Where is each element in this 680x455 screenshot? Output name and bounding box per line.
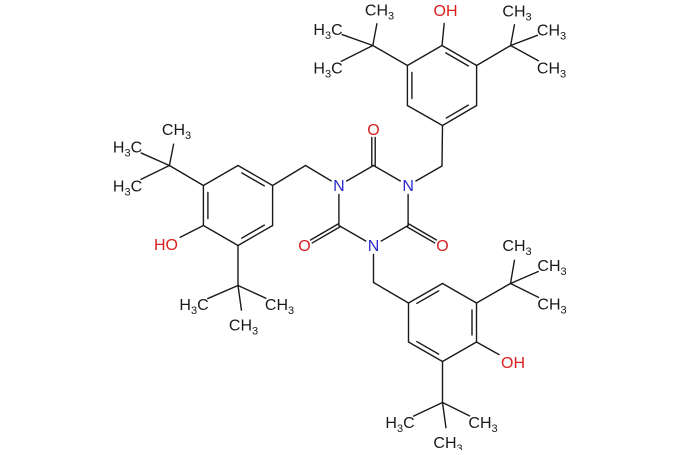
bond	[372, 44, 409, 67]
bond	[415, 165, 443, 182]
bond	[202, 164, 239, 187]
bond	[509, 24, 516, 47]
atom-label-H3C: H3C	[113, 140, 142, 160]
bond	[168, 143, 175, 167]
bond	[509, 44, 540, 62]
bond	[509, 270, 539, 285]
double-bond	[407, 341, 444, 363]
atom-label-CH3: CH3	[265, 297, 294, 317]
atom-label-H3C: H3C	[179, 297, 208, 317]
atom-label-CH3: CH3	[502, 238, 531, 258]
double-bond	[407, 282, 444, 304]
bond	[406, 44, 443, 67]
atom-label-CH3: CH3	[433, 435, 462, 450]
bond	[168, 164, 205, 187]
bond	[340, 44, 374, 62]
bond	[380, 224, 409, 242]
double-bond-inner	[416, 290, 440, 305]
bond	[441, 124, 444, 167]
double-bond-inner	[241, 224, 265, 239]
bond	[345, 164, 375, 182]
atom-label-OH: OH	[501, 355, 525, 372]
bond	[202, 224, 239, 247]
double-bond	[441, 104, 478, 127]
bond	[372, 23, 378, 47]
bond	[341, 33, 374, 47]
double-bond	[237, 224, 274, 247]
double-bond	[441, 44, 478, 67]
atom-label-CH3: CH3	[537, 297, 566, 317]
double-bond-inner	[445, 104, 469, 119]
double-bond	[408, 223, 438, 241]
bond	[140, 164, 171, 181]
bond	[475, 341, 500, 356]
bond	[207, 284, 239, 300]
double-bond-inner	[241, 172, 265, 187]
bond	[509, 259, 516, 285]
bond	[304, 164, 332, 182]
atom-label-CH3: CH3	[537, 61, 566, 81]
bond	[140, 152, 171, 167]
bond	[441, 401, 471, 417]
double-bond	[406, 226, 436, 244]
atom-label-CH3: CH3	[502, 4, 531, 24]
bond	[179, 224, 205, 238]
atom-label-CH3: CH3	[229, 318, 258, 338]
bond	[237, 284, 267, 299]
atom-label-H3C: H3C	[313, 22, 342, 42]
bond	[441, 22, 445, 47]
double-bond-inner	[445, 52, 469, 67]
atom-label-CH3: CH3	[468, 415, 497, 435]
bond	[338, 224, 367, 242]
double-bond	[237, 164, 274, 187]
bond	[237, 284, 243, 311]
atom-label-H3C: H3C	[385, 415, 414, 435]
bond	[406, 104, 444, 127]
bond	[372, 164, 402, 182]
atom-label-N: N	[402, 178, 414, 195]
atom-label-CH3: CH3	[162, 122, 191, 142]
bond	[412, 401, 444, 417]
double-bond-inner	[416, 340, 440, 355]
atom-label-OH: OH	[433, 3, 457, 20]
bond	[509, 282, 540, 299]
atom-label-O: O	[298, 238, 310, 255]
double-bond	[309, 223, 339, 241]
atom-label-O: O	[436, 238, 448, 255]
atom-label-N: N	[368, 238, 380, 255]
bond	[475, 44, 512, 67]
atom-label-CH3: CH3	[537, 258, 566, 278]
bond	[441, 341, 478, 363]
atom-label-H3C: H3C	[113, 179, 142, 199]
atom-label-HO: HO	[154, 237, 178, 254]
bond	[441, 401, 447, 429]
bond	[509, 34, 539, 47]
bond	[475, 282, 512, 304]
atom-label-CH3: CH3	[365, 3, 394, 23]
atom-label-N: N	[333, 178, 345, 195]
atom-label-O: O	[367, 122, 379, 139]
bond	[372, 281, 410, 304]
bond	[441, 282, 478, 304]
bond	[271, 164, 307, 187]
atom-label-CH3: CH3	[537, 23, 566, 43]
atom-label-H3C: H3C	[313, 61, 342, 81]
double-bond	[311, 226, 341, 244]
